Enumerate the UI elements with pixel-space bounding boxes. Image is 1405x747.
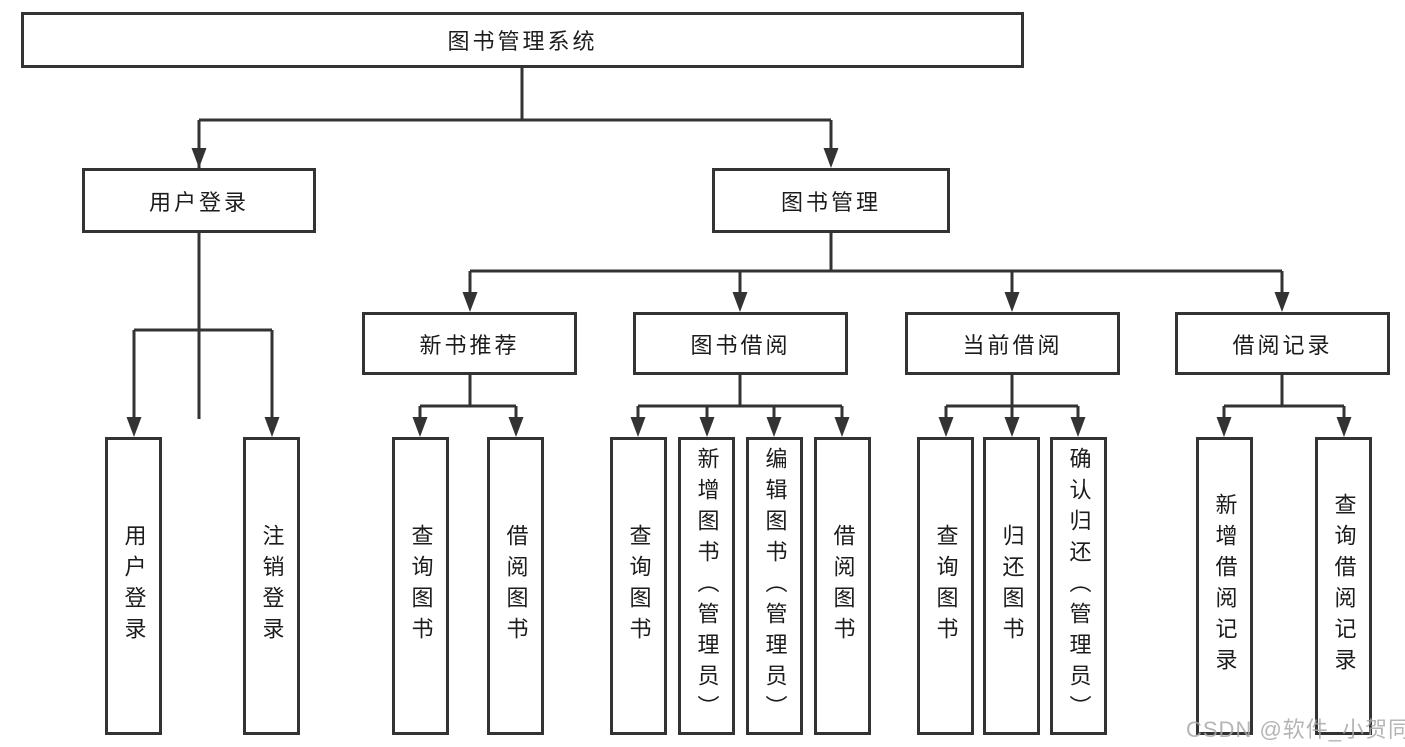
node-book-management: 图书管理 <box>712 168 950 233</box>
leaf-user-login: 用户登录 <box>105 437 162 735</box>
csdn-watermark: CSDN @软件_小贺同学 <box>1186 717 1405 742</box>
leaf-query-books-recommend-label: 查询图书 <box>408 524 434 648</box>
leaf-return-book-label: 归还图书 <box>999 524 1025 648</box>
node-user-login-label: 用户登录 <box>148 189 249 215</box>
node-book-borrow: 图书借阅 <box>633 312 848 375</box>
leaf-borrow-books: 借阅图书 <box>814 437 871 735</box>
node-book-borrow-label: 图书借阅 <box>690 332 791 358</box>
node-current-borrow: 当前借阅 <box>905 312 1120 375</box>
node-new-book-recommend: 新书推荐 <box>362 312 577 375</box>
leaf-query-books-current: 查询图书 <box>917 437 974 735</box>
leaf-add-book-admin-label: 新增图书（管理员） <box>694 446 720 726</box>
leaf-edit-book-admin-label: 编辑图书（管理员） <box>762 446 788 726</box>
leaf-query-books-borrow: 查询图书 <box>610 437 667 735</box>
leaf-confirm-return-admin: 确认归还（管理员） <box>1050 437 1107 735</box>
leaf-borrow-books-label: 借阅图书 <box>830 524 856 648</box>
leaf-add-book-admin: 新增图书（管理员） <box>678 437 735 735</box>
leaf-logout-label: 注销登录 <box>259 524 285 648</box>
node-root-system: 图书管理系统 <box>21 12 1024 68</box>
leaf-add-borrow-record-label: 新增借阅记录 <box>1212 493 1238 679</box>
leaf-borrow-books-recommend-label: 借阅图书 <box>503 524 529 648</box>
leaf-query-books-recommend: 查询图书 <box>392 437 449 735</box>
leaf-query-borrow-record: 查询借阅记录 <box>1315 437 1372 735</box>
leaf-confirm-return-admin-label: 确认归还（管理员） <box>1066 446 1092 726</box>
node-borrow-records: 借阅记录 <box>1175 312 1390 375</box>
leaf-borrow-books-recommend: 借阅图书 <box>487 437 544 735</box>
leaf-user-login-label: 用户登录 <box>121 524 147 648</box>
node-new-book-recommend-label: 新书推荐 <box>419 332 520 358</box>
node-current-borrow-label: 当前借阅 <box>962 332 1063 358</box>
leaf-query-borrow-record-label: 查询借阅记录 <box>1331 493 1357 679</box>
leaf-add-borrow-record: 新增借阅记录 <box>1196 437 1253 735</box>
leaf-logout: 注销登录 <box>243 437 300 735</box>
node-book-management-label: 图书管理 <box>780 189 881 215</box>
leaf-edit-book-admin: 编辑图书（管理员） <box>746 437 803 735</box>
leaf-return-book: 归还图书 <box>983 437 1040 735</box>
node-borrow-records-label: 借阅记录 <box>1232 332 1333 358</box>
node-root-label: 图书管理系统 <box>447 29 598 54</box>
node-user-login: 用户登录 <box>82 168 316 233</box>
leaf-query-books-current-label: 查询图书 <box>933 524 959 648</box>
leaf-query-books-borrow-label: 查询图书 <box>626 524 652 648</box>
